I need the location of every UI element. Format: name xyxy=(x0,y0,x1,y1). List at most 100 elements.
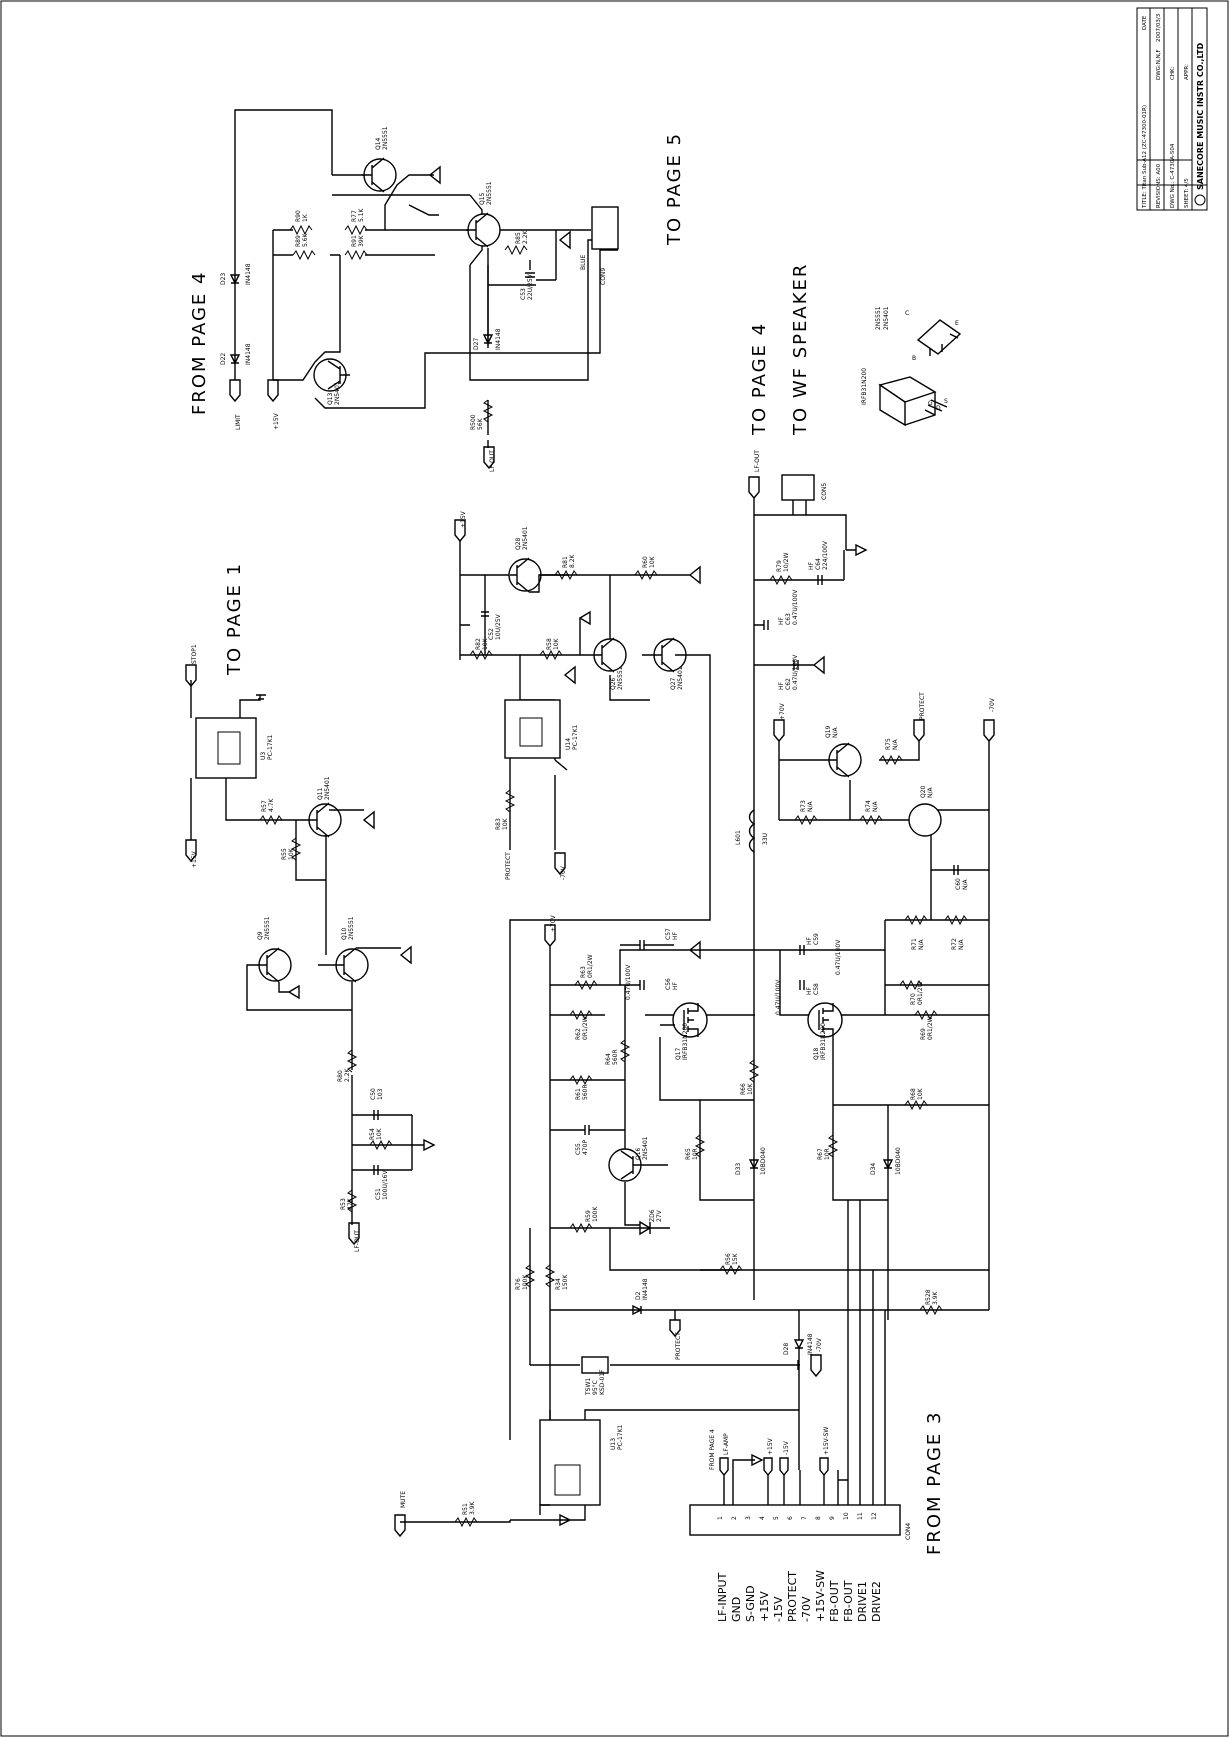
port-15v-a: +15V xyxy=(273,412,280,430)
port-mute: MUTE xyxy=(400,1491,407,1508)
tb-chk: CHK: xyxy=(1170,66,1176,80)
label-r55: R55 xyxy=(281,848,288,860)
label-q13-val: 2N5401 xyxy=(334,381,341,405)
con4-pin-6-label: PROTECT xyxy=(786,1571,799,1622)
label-q11: Q11 xyxy=(317,787,324,800)
port-n70v-c: -70V xyxy=(816,1337,823,1352)
label-r79-val: 10/2W xyxy=(783,553,790,572)
con4-pin-4-label: +15V xyxy=(758,1591,771,1622)
port-15v-b: +15V xyxy=(191,850,198,868)
label-d28: D28 xyxy=(783,1343,790,1355)
label-tsw1: TSW1 xyxy=(585,1378,592,1396)
label-r66-val: 10K xyxy=(747,1082,754,1095)
label-r71: R71 xyxy=(911,938,918,950)
port-lfout-b: LF-OUT xyxy=(354,1230,361,1252)
label-d23-val: IN4148 xyxy=(245,263,252,285)
label-r73-val: N/A xyxy=(807,800,814,812)
label-q15: Q15 xyxy=(479,192,486,205)
port-15v-c: +15V xyxy=(460,510,467,528)
block-output-filter: LF-OUT +70V PROTECT -70V CON5 R79 10/2W … xyxy=(735,450,996,1310)
label-r528: R528 xyxy=(925,1289,932,1305)
label-c63-hf: HF xyxy=(778,616,785,625)
label-r500-val: 56K xyxy=(477,417,484,430)
label-r89: R89 xyxy=(295,235,302,247)
label-c51: C51 xyxy=(375,1188,382,1200)
con4-pin-11-label: DRIVE1 xyxy=(856,1581,869,1622)
label-pkg-irf: IRFB31N200 xyxy=(861,368,868,405)
label-r57: R57 xyxy=(261,800,268,812)
label-r77: R77 xyxy=(351,210,358,222)
tb-revisions: REVISIONS: A00 xyxy=(1156,163,1162,208)
label-r83-val: 10K xyxy=(502,817,509,830)
label-c57: C57 xyxy=(665,928,672,940)
label-r89-val: 5.6K xyxy=(302,232,309,247)
label-q17: Q17 xyxy=(675,1047,682,1060)
port-protect-b: PROTECT xyxy=(919,692,926,720)
label-c55-val: 470P xyxy=(582,1140,589,1155)
tb-company: SANECORE MUSIC INSTR CO.,LTD xyxy=(1196,42,1205,190)
label-r51-val: 3.9K xyxy=(469,1500,476,1515)
label-c59-hf: HF xyxy=(806,936,813,945)
label-c53-val: 22U/25V xyxy=(527,273,534,300)
label-pkg-e: E xyxy=(955,320,959,327)
label-c62-hf: HF xyxy=(778,681,785,690)
optocoupler-u3 xyxy=(195,717,257,779)
port-lfamp: LF-AMP xyxy=(723,1433,730,1455)
label-r81-val: 8.2K xyxy=(569,553,576,568)
label-r72: R72 xyxy=(951,938,958,950)
label-r73: R73 xyxy=(800,800,807,812)
label-r500: R500 xyxy=(470,414,477,430)
label-c62: C62 xyxy=(785,678,792,690)
label-c50: C50 xyxy=(370,1088,377,1100)
label-pkg-d: D xyxy=(936,405,941,412)
label-c64-val: 224/100V xyxy=(822,540,829,570)
block-limit-circuit: LIMIT +15V LF-OUT D23 IN4148 D22 IN4148 … xyxy=(220,109,619,472)
label-c53: C53 xyxy=(520,288,527,300)
con4-pin-8-number: 8 xyxy=(815,1516,822,1520)
label-q14-val: 2N5551 xyxy=(382,126,389,150)
label-r65: R65 xyxy=(685,1148,692,1160)
label-pkg-b: B xyxy=(912,355,916,362)
label-d2: D2 xyxy=(635,1291,642,1300)
title-block: TITLE: Titan Sub-A12 (ZC-47300-01R) REVI… xyxy=(1136,7,1208,211)
label-r68: R68 xyxy=(910,1088,917,1100)
con4-pin-6-number: 6 xyxy=(787,1516,794,1520)
label-q26-val: 2N5551 xyxy=(617,666,624,690)
label-d27: D27 xyxy=(473,338,480,350)
port-p15v-d: +15V xyxy=(767,1437,774,1455)
label-r76: R76 xyxy=(515,1278,522,1290)
con4-pin-12-label: DRIVE2 xyxy=(870,1581,883,1622)
label-c52-val: 10U/25V xyxy=(495,613,502,640)
con4-pin-9-label: FB-OUT xyxy=(828,1580,841,1622)
note-to-page-5: TO PAGE 5 xyxy=(664,132,685,246)
con4-pin-3-label: S-GND xyxy=(744,1585,757,1622)
con4-pin-4-number: 4 xyxy=(759,1516,766,1520)
con4-pin-1-number: 1 xyxy=(717,1516,724,1520)
label-u13-val: PC-17K1 xyxy=(617,1424,624,1450)
label-r85-val: 2.2K xyxy=(522,229,529,244)
label-u14-val: PC-17K1 xyxy=(572,724,579,750)
label-r82: R82 xyxy=(475,638,482,650)
label-d27-val: IN4148 xyxy=(495,328,502,350)
label-q9-val: 2N5551 xyxy=(264,916,271,940)
label-r53-val: 47K xyxy=(347,1197,354,1210)
label-r60: R60 xyxy=(642,556,649,568)
label-r91: R91 xyxy=(351,235,358,247)
label-c56-val: 0.47U/100V xyxy=(625,964,632,1000)
label-r64-val: 560R xyxy=(612,1049,619,1065)
label-r59: R59 xyxy=(585,1210,592,1222)
tb-title: TITLE: Titan Sub-A12 (ZC-47300-01R) xyxy=(1142,105,1148,209)
con4-pin-10-number: 10 xyxy=(843,1512,850,1520)
label-q16: Q16 xyxy=(635,1147,642,1160)
label-r80-val: 2.2K xyxy=(344,1067,351,1082)
block-protect-circuit: +15V -70V PROTECT C52 10U/25V R82 10K Q2… xyxy=(454,510,711,1440)
label-c50-val: 103 xyxy=(377,1088,384,1100)
label-u13: U13 xyxy=(610,1438,617,1450)
label-q11-val: 2N5401 xyxy=(324,776,331,800)
label-c63-val: 0.47U/100V xyxy=(792,589,799,625)
connector-con9 xyxy=(591,206,619,250)
tb-sheet: SHEET: 4/5 xyxy=(1184,178,1190,208)
label-q26: Q26 xyxy=(610,677,617,690)
